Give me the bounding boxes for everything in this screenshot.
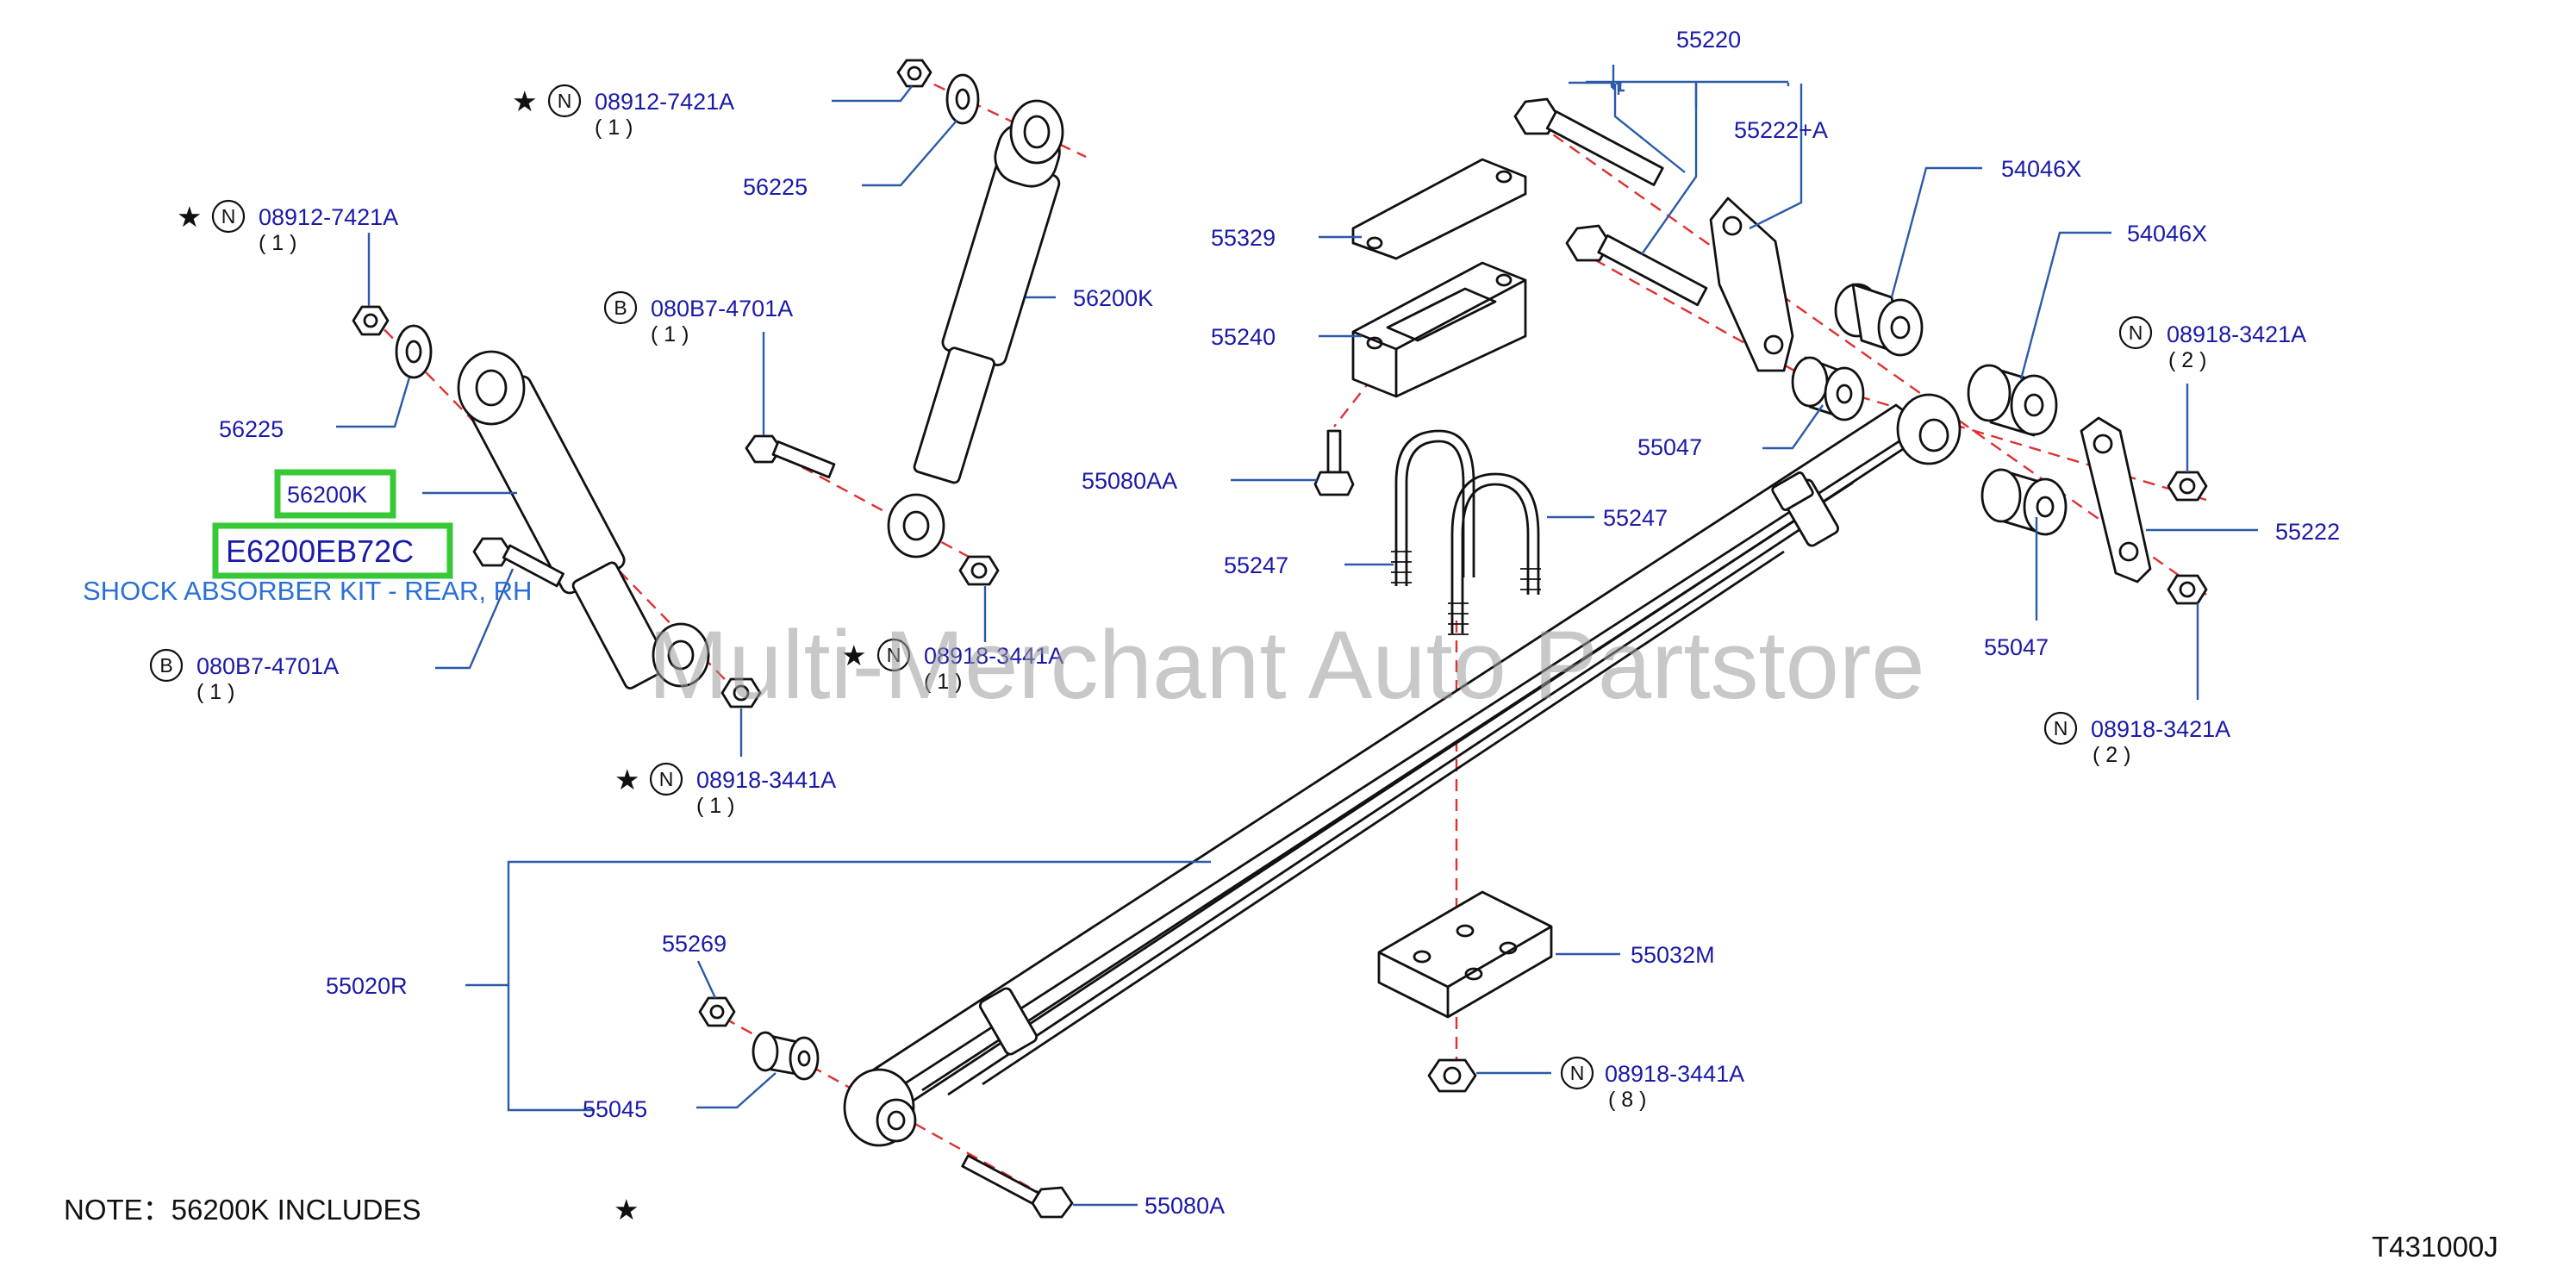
plate-55329 bbox=[1351, 158, 1527, 260]
highlight-box-kit bbox=[212, 522, 453, 579]
svg-text:B: B bbox=[614, 296, 627, 319]
label-56225-left[interactable]: 56225 bbox=[219, 416, 284, 442]
svg-text:( 1 ): ( 1 ) bbox=[696, 794, 734, 818]
svg-text:N: N bbox=[2129, 321, 2143, 344]
label-08918-3441a-upper[interactable]: 08918-3441A bbox=[924, 643, 1063, 669]
svg-text:N: N bbox=[659, 768, 674, 790]
svg-text:N: N bbox=[1570, 1062, 1585, 1084]
label-55329[interactable]: 55329 bbox=[1211, 225, 1276, 251]
label-080b7-upper[interactable]: 080B7-4701A bbox=[651, 296, 793, 321]
label-55080a[interactable]: 55080A bbox=[1145, 1193, 1225, 1219]
label-55220[interactable]: 55220 bbox=[1676, 27, 1741, 53]
svg-text:( 8 ): ( 8 ) bbox=[1608, 1088, 1646, 1112]
svg-text:( 1 ): ( 1 ) bbox=[595, 115, 633, 140]
leader-lines bbox=[336, 65, 2258, 1207]
shackle-55222a bbox=[1709, 197, 1794, 372]
bushing-54046x-1 bbox=[1834, 283, 1924, 357]
svg-text:( 1 ): ( 1 ) bbox=[196, 680, 234, 704]
svg-text:( 2 ): ( 2 ) bbox=[2093, 743, 2130, 767]
bushing-54046x-2 bbox=[1967, 364, 2058, 437]
bolt-080b7-upper bbox=[745, 434, 836, 479]
label-55045[interactable]: 55045 bbox=[583, 1096, 647, 1122]
label-55047-2[interactable]: 55047 bbox=[1984, 634, 2049, 660]
label-55032m[interactable]: 55032M bbox=[1631, 942, 1715, 968]
star-icon: ★ bbox=[512, 85, 538, 117]
nut-08912-upper bbox=[896, 59, 932, 88]
svg-text:B: B bbox=[159, 654, 172, 677]
bushing-55047-1 bbox=[1791, 356, 1865, 421]
svg-text:( 1 ): ( 1 ) bbox=[651, 322, 689, 346]
star-icon: ★ bbox=[177, 201, 203, 233]
shock-absorber-left[interactable] bbox=[457, 350, 710, 690]
label-56200k-upper[interactable]: 56200K bbox=[1073, 285, 1153, 311]
shackle-55222 bbox=[2080, 416, 2152, 583]
circled-symbols: N N N N N N N B B bbox=[149, 84, 2153, 1090]
svg-text:N: N bbox=[2054, 717, 2068, 739]
pad-55240 bbox=[1351, 261, 1527, 398]
u-bolt-55247-left bbox=[1391, 429, 1475, 586]
label-55240[interactable]: 55240 bbox=[1211, 324, 1276, 350]
note-star-icon: ★ bbox=[614, 1194, 639, 1226]
star-marks: ★ ★ ★ ★ bbox=[177, 85, 867, 795]
label-56225-upper[interactable]: 56225 bbox=[743, 174, 808, 200]
label-55269[interactable]: 55269 bbox=[662, 931, 727, 957]
label-08918-3421a-1[interactable]: 08918-3421A bbox=[2167, 321, 2306, 347]
highlight-kit-code[interactable]: E6200EB72C bbox=[226, 533, 414, 569]
diagram-id: T431000J bbox=[2372, 1231, 2498, 1263]
label-55222[interactable]: 55222 bbox=[2275, 519, 2340, 545]
bolt-55080a bbox=[961, 1154, 1074, 1219]
svg-text:N: N bbox=[221, 205, 236, 228]
label-55247-left[interactable]: 55247 bbox=[1224, 552, 1288, 578]
bolt-55220-lower bbox=[1565, 224, 1708, 307]
label-08912-7421a-upper[interactable]: 08912-7421A bbox=[595, 89, 734, 115]
bolt-080b7-left bbox=[472, 537, 564, 588]
shock-absorber-upper[interactable] bbox=[887, 99, 1066, 558]
watermark: Multi-Merchant Auto Partstore bbox=[648, 611, 1924, 719]
nut-55269 bbox=[698, 996, 736, 1027]
label-54046x-1[interactable]: 54046X bbox=[2001, 156, 2081, 182]
label-55020r[interactable]: 55020R bbox=[326, 973, 408, 999]
label-55247-right[interactable]: 55247 bbox=[1603, 505, 1668, 531]
washer-56225-left bbox=[395, 324, 433, 379]
label-54046x-2[interactable]: 54046X bbox=[2127, 221, 2207, 246]
bushing-55045 bbox=[752, 1031, 820, 1081]
nut-08918-3441-upper bbox=[958, 555, 1000, 586]
bolt-55080aa bbox=[1313, 429, 1355, 496]
label-55222a[interactable]: 55222+A bbox=[1734, 117, 1828, 143]
star-icon: ★ bbox=[614, 764, 640, 795]
svg-text:N: N bbox=[558, 90, 572, 112]
label-080b7-left[interactable]: 080B7-4701A bbox=[196, 653, 339, 679]
bushing-55047-2 bbox=[1980, 468, 2068, 536]
nut-08912-left bbox=[352, 305, 390, 336]
note-text: NOTE：56200K INCLUDES bbox=[64, 1194, 421, 1226]
leaf-spring-55020r[interactable] bbox=[843, 393, 1962, 1147]
svg-text:( 1 ): ( 1 ) bbox=[924, 670, 962, 694]
highlight-kit-description: SHOCK ABSORBER KIT - REAR, RH bbox=[83, 576, 532, 606]
nut-08918-3421-upper bbox=[2167, 471, 2208, 502]
star-icon: ★ bbox=[841, 640, 867, 671]
nut-08918-3421-lower bbox=[2167, 574, 2208, 605]
spring-seat-55032m bbox=[1377, 890, 1553, 1019]
nut-08918-3441-left bbox=[720, 677, 762, 708]
u-bolt-55247-right bbox=[1448, 472, 1541, 635]
svg-text:N: N bbox=[887, 644, 901, 666]
svg-text:( 2 ): ( 2 ) bbox=[2168, 348, 2206, 372]
label-08918-3421a-2[interactable]: 08918-3421A bbox=[2091, 716, 2230, 742]
label-55080aa[interactable]: 55080AA bbox=[1082, 468, 1177, 494]
label-08912-7421a-left[interactable]: 08912-7421A bbox=[259, 204, 398, 230]
highlight-part-number[interactable]: 56200K bbox=[287, 482, 367, 508]
part-labels: 55220 55222+A 54046X 54046X 55329 55240 … bbox=[196, 27, 2340, 1219]
nut-08918-3441-seat bbox=[1427, 1058, 1477, 1093]
highlight-box-part bbox=[274, 469, 396, 519]
label-08918-3441a-left[interactable]: 08918-3441A bbox=[696, 767, 836, 793]
svg-text:( 1 ): ( 1 ) bbox=[259, 231, 296, 255]
highlight-callout[interactable]: 56200K E6200EB72C SHOCK ABSORBER KIT - R… bbox=[83, 469, 532, 606]
washer-56225-upper bbox=[945, 73, 980, 125]
label-55047-1[interactable]: 55047 bbox=[1637, 434, 1702, 460]
label-08918-3441a-seat[interactable]: 08918-3441A bbox=[1605, 1061, 1744, 1087]
bolt-55220-upper bbox=[1513, 97, 1664, 186]
